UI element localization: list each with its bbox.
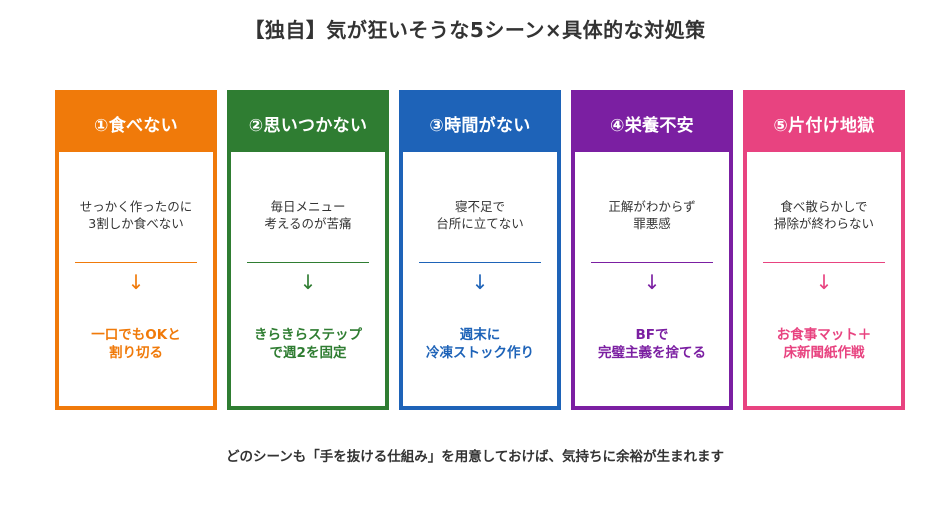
scene-solution-line: BFで (635, 327, 669, 343)
scene-card-2: ②思いつかない 毎日メニュー 考えるのが苦痛 ↓ きらきらステップ で週2を固定 (227, 90, 389, 410)
scene-solution-line: 完璧主義を捨てる (598, 345, 706, 361)
scene-solution-line: で週2を固定 (269, 345, 347, 361)
scene-problem-line: 毎日メニュー (270, 199, 346, 214)
scene-problem: せっかく作ったのに 3割しか食べない (59, 198, 213, 232)
scene-card-heading: ②思いつかない (231, 94, 385, 152)
scene-problem: 正解がわからず 罪悪感 (575, 198, 729, 232)
scene-solution-line: 冷凍ストック作り (426, 345, 534, 361)
scene-solution: お食事マット＋ 床新聞紙作戦 (747, 326, 901, 362)
scene-problem-line: せっかく作ったのに (79, 199, 193, 214)
scene-solution: きらきらステップ で週2を固定 (231, 326, 385, 362)
down-arrow-icon: ↓ (815, 270, 833, 294)
scene-problem: 食べ散らかしで 掃除が終わらない (747, 198, 901, 232)
scene-solution: 一口でもOKと 割り切る (59, 326, 213, 362)
scene-solution-line: 週末に (459, 327, 501, 343)
scene-card-5: ⑤片付け地獄 食べ散らかしで 掃除が終わらない ↓ お食事マット＋ 床新聞紙作戦 (743, 90, 905, 410)
scene-problem-line: 食べ散らかしで (780, 199, 868, 214)
scene-problem-line: 寝不足で (454, 199, 505, 214)
divider (247, 262, 369, 263)
down-arrow-icon: ↓ (299, 270, 317, 294)
scene-problem-line: 掃除が終わらない (773, 216, 874, 231)
scene-card-4: ④栄養不安 正解がわからず 罪悪感 ↓ BFで 完璧主義を捨てる (571, 90, 733, 410)
down-arrow-icon: ↓ (643, 270, 661, 294)
scene-problem-line: 正解がわからず (608, 199, 696, 214)
down-arrow-icon: ↓ (471, 270, 489, 294)
scene-problem: 寝不足で 台所に立てない (403, 198, 557, 232)
page-title: 【独自】気が狂いそうな5シーン×具体的な対処策 (244, 18, 706, 42)
divider (419, 262, 541, 263)
scene-card-heading: ④栄養不安 (575, 94, 729, 152)
divider (75, 262, 197, 263)
scene-cards: ①食べない せっかく作ったのに 3割しか食べない ↓ 一口でもOKと 割り切る … (55, 90, 905, 410)
scene-solution-line: お食事マット＋ (776, 327, 872, 343)
footer-note: どのシーンも「手を抜ける仕組み」を用意しておけば、気持ちに余裕が生まれます (225, 449, 724, 465)
scene-problem-line: 罪悪感 (633, 216, 671, 231)
scene-card-1: ①食べない せっかく作ったのに 3割しか食べない ↓ 一口でもOKと 割り切る (55, 90, 217, 410)
scene-solution: BFで 完璧主義を捨てる (575, 326, 729, 362)
scene-card-heading: ③時間がない (403, 94, 557, 152)
scene-solution-line: 割り切る (109, 345, 163, 361)
down-arrow-icon: ↓ (127, 270, 145, 294)
scene-card-heading: ⑤片付け地獄 (747, 94, 901, 152)
divider (763, 262, 885, 263)
scene-problem-line: 3割しか食べない (88, 216, 184, 231)
scene-problem-line: 考えるのが苦痛 (264, 216, 352, 231)
scene-problem-line: 台所に立てない (436, 216, 524, 231)
scene-solution-line: きらきらステップ (254, 327, 362, 343)
scene-card-3: ③時間がない 寝不足で 台所に立てない ↓ 週末に 冷凍ストック作り (399, 90, 561, 410)
scene-solution-line: 床新聞紙作戦 (783, 345, 865, 361)
scene-solution-line: 一口でもOKと (91, 327, 181, 343)
scene-solution: 週末に 冷凍ストック作り (403, 326, 557, 362)
scene-problem: 毎日メニュー 考えるのが苦痛 (231, 198, 385, 232)
divider (591, 262, 713, 263)
scene-card-heading: ①食べない (59, 94, 213, 152)
